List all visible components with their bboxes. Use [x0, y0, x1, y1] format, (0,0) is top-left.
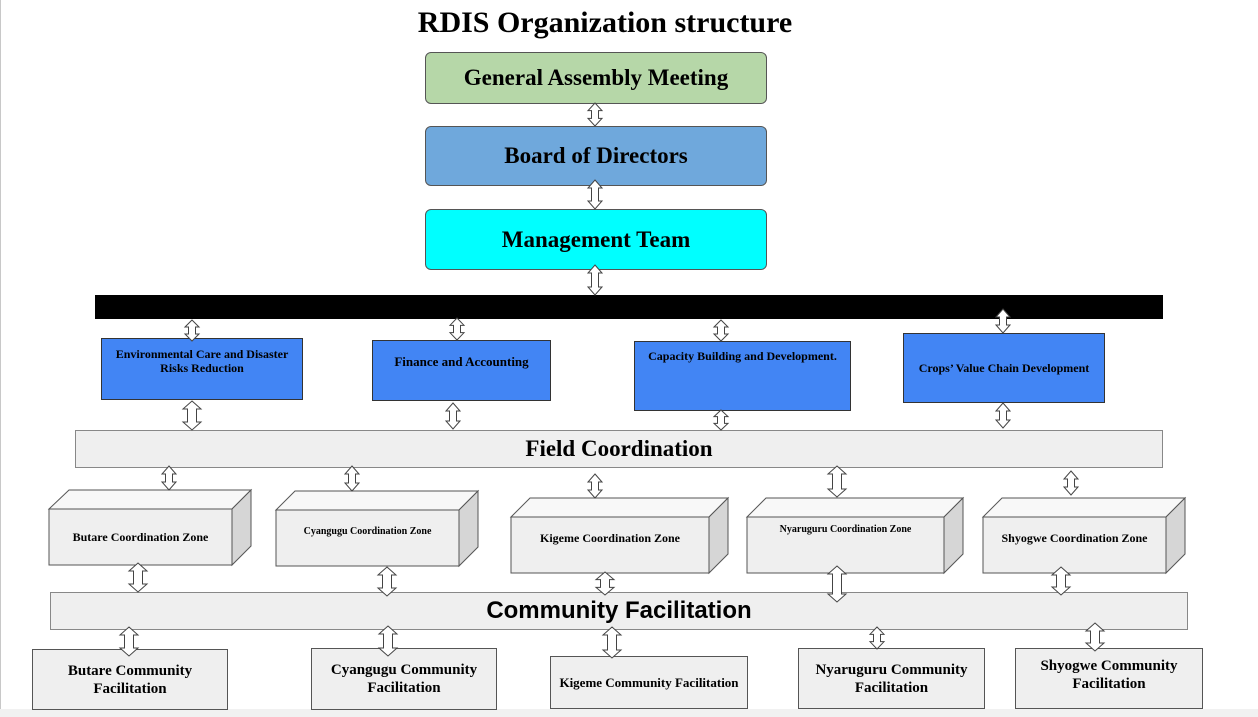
double-arrow-connector-26	[1084, 622, 1106, 652]
page-edge	[0, 0, 1, 717]
facilitation-butare: Butare Community Facilitation	[32, 649, 228, 710]
double-arrow-connector-1	[586, 102, 604, 127]
double-arrow-connector-7	[994, 308, 1012, 334]
department-connector-bar	[95, 295, 1163, 319]
general-assembly-box: General Assembly Meeting	[425, 52, 767, 104]
facilitation-kigeme: Kigeme Community Facilitation	[550, 656, 748, 709]
facilitation-shyogwe: Shyogwe Community Facilitation	[1015, 648, 1203, 709]
double-arrow-connector-24	[601, 626, 623, 659]
department-finance: Finance and Accounting	[372, 340, 551, 401]
double-arrow-connector-12	[160, 465, 178, 491]
double-arrow-connector-25	[868, 626, 886, 650]
facilitation-cyangugu: Cyangugu Community Facilitation	[311, 648, 497, 710]
zone-box-nyaruguru	[745, 496, 965, 575]
zone-box-cyangugu	[274, 489, 480, 568]
double-arrow-connector-22	[118, 626, 140, 657]
double-arrow-connector-15	[826, 465, 848, 498]
zone-label-butare: Butare Coordination Zone	[72, 529, 209, 544]
field-coordination-band: Field Coordination	[75, 430, 1163, 468]
double-arrow-connector-23	[377, 625, 399, 657]
double-arrow-connector-16	[1062, 470, 1080, 496]
double-arrow-connector-9	[444, 402, 462, 430]
double-arrow-connector-18	[376, 566, 398, 597]
bottom-strip	[0, 709, 1258, 717]
double-arrow-connector-17	[127, 562, 149, 593]
management-team-box: Management Team	[425, 209, 767, 270]
double-arrow-connector-20	[826, 565, 848, 603]
department-environmental-care: Environmental Care and Disaster Risks Re…	[101, 338, 303, 400]
double-arrow-connector-8	[181, 400, 203, 431]
zone-label-kigeme: Kigeme Coordination Zone	[540, 530, 680, 545]
facilitation-nyaruguru: Nyaruguru Community Facilitation	[798, 648, 985, 709]
double-arrow-connector-2	[586, 179, 604, 210]
double-arrow-connector-21	[1050, 566, 1072, 596]
double-arrow-connector-14	[586, 473, 604, 499]
double-arrow-connector-5	[448, 317, 466, 341]
double-arrow-connector-13	[343, 465, 361, 492]
zone-box-kigeme	[509, 496, 730, 575]
double-arrow-connector-11	[994, 402, 1012, 429]
zone-box-butare	[47, 488, 253, 567]
double-arrow-connector-10	[712, 409, 730, 431]
community-facilitation-band: Community Facilitation	[50, 592, 1188, 630]
department-capacity-building: Capacity Building and Development.	[634, 341, 851, 411]
zone-box-shyogwe	[981, 496, 1187, 575]
double-arrow-connector-4	[183, 319, 201, 342]
diagram-title: RDIS Organization structure	[417, 6, 793, 39]
double-arrow-connector-19	[594, 571, 616, 596]
zone-label-shyogwe: Shyogwe Coordination Zone	[1001, 530, 1148, 545]
board-of-directors-box: Board of Directors	[425, 126, 767, 186]
double-arrow-connector-3	[586, 264, 604, 296]
zone-label-cyangugu: Cyangugu Coordination Zone	[303, 526, 432, 537]
double-arrow-connector-6	[712, 319, 730, 342]
zone-label-nyaruguru: Nyaruguru Coordination Zone	[779, 524, 912, 535]
department-crops-value-chain: Crops’ Value Chain Development	[903, 333, 1105, 403]
